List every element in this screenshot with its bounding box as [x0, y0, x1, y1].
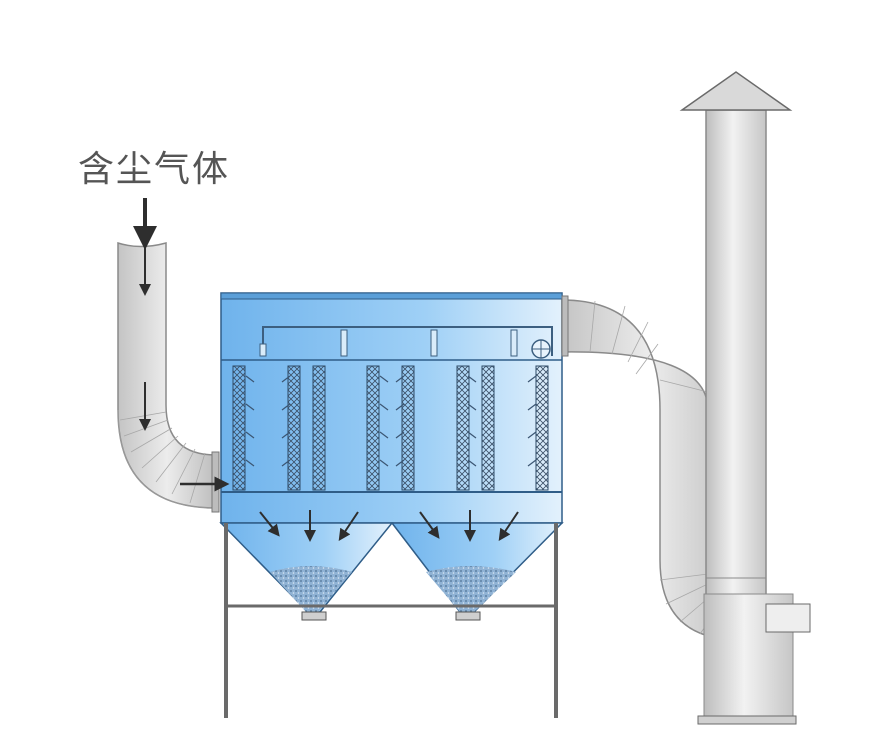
bag-inflow-arrows: [245, 375, 537, 467]
fan-motor: [765, 603, 811, 633]
support-frame: [224, 523, 558, 718]
inlet-gas-label: 含尘气体: [78, 149, 231, 190]
filter-bags: [232, 365, 549, 491]
inlet-duct: [117, 241, 220, 513]
flow-arrows: [133, 198, 519, 542]
collector-housing: [219, 292, 564, 621]
exhaust-stack: [679, 71, 811, 725]
dust-pile-right: [426, 566, 516, 612]
pulse-blow-pipe: [259, 326, 553, 359]
discharge-valve-left: [301, 611, 327, 621]
rain-cap: [679, 71, 793, 111]
dust-pile-left: [270, 566, 352, 612]
discharge-valve-right: [455, 611, 481, 621]
